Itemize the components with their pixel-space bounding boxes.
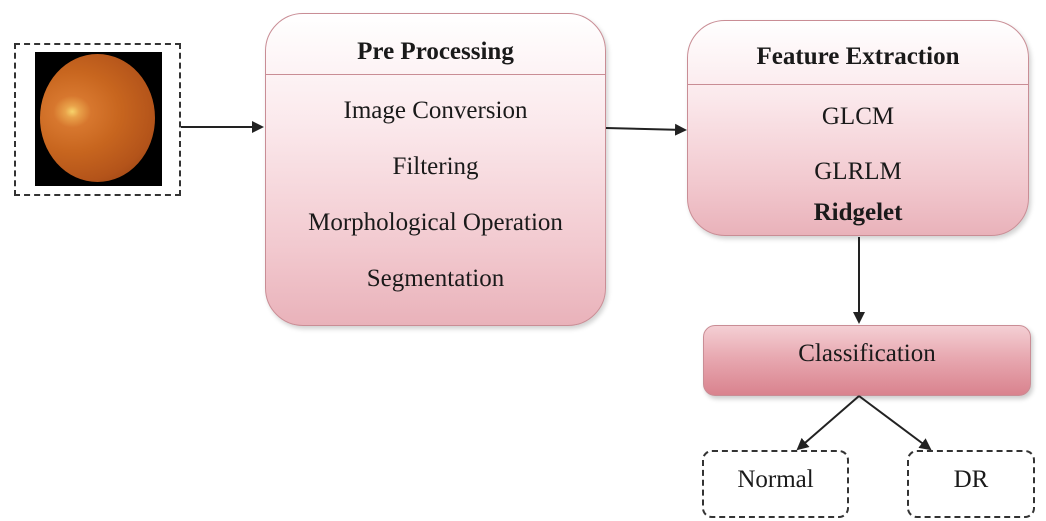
step-filtering: Filtering xyxy=(392,153,479,180)
dr-output-box: DR xyxy=(907,450,1035,518)
feature-glcm: GLCM xyxy=(821,103,895,130)
feature-glrlm: GLRLM xyxy=(814,158,902,185)
arrow-classification-to-dr xyxy=(858,395,932,451)
pre-processing-divider xyxy=(266,74,605,75)
pre-processing-box: Pre Processing Image Conversion Filterin… xyxy=(265,13,606,326)
retina-illustration xyxy=(40,54,155,182)
feature-extraction-title: Feature Extraction xyxy=(756,43,960,70)
classification-label: Classification xyxy=(798,340,936,367)
normal-label: Normal xyxy=(737,466,814,493)
step-segmentation: Segmentation xyxy=(366,265,505,292)
normal-output-box: Normal xyxy=(702,450,849,518)
step-morphological-operation: Morphological Operation xyxy=(308,209,563,236)
feature-extraction-divider xyxy=(688,84,1028,85)
feature-ridgelet: Ridgelet xyxy=(813,199,903,226)
pre-processing-title: Pre Processing xyxy=(357,38,514,65)
classification-box: Classification xyxy=(703,325,1031,396)
arrow-preprocessing-to-features xyxy=(605,123,687,136)
dr-label: DR xyxy=(953,466,989,493)
step-image-conversion: Image Conversion xyxy=(343,97,528,124)
feature-extraction-box: Feature Extraction GLCM GLRLM Ridgelet xyxy=(687,20,1029,236)
arrow-classification-to-normal xyxy=(796,395,860,451)
input-image-frame xyxy=(14,43,181,196)
